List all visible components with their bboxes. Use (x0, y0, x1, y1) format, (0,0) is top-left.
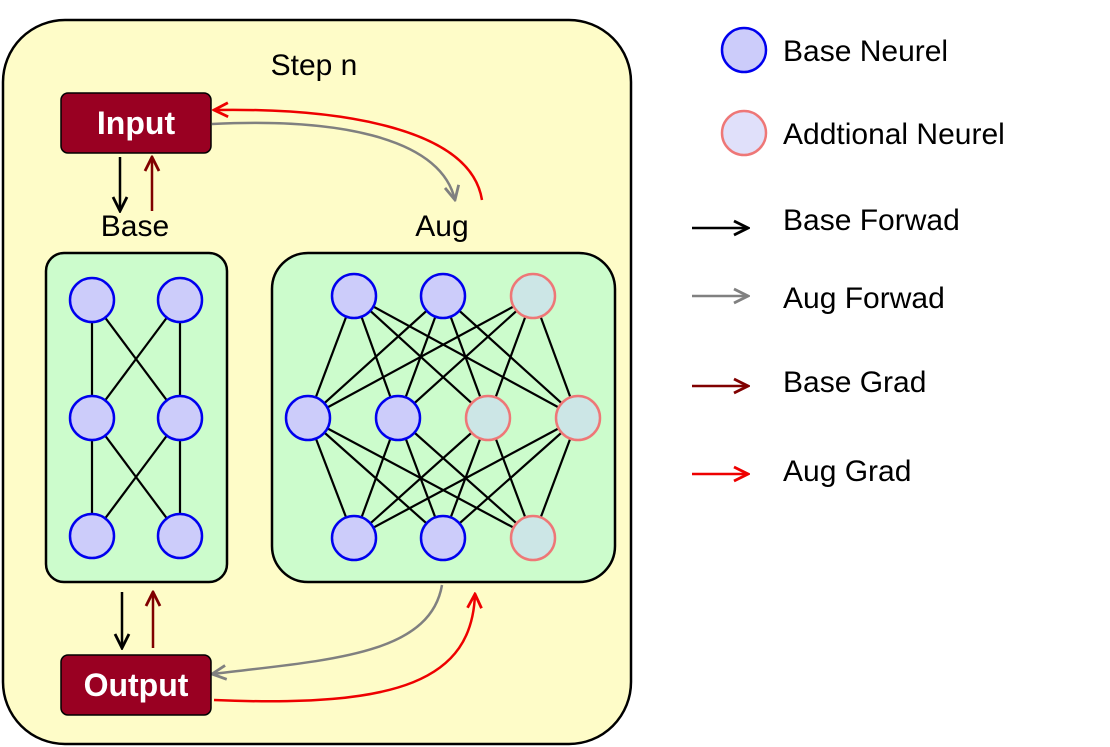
base-net-base-neuron (156, 394, 204, 442)
legend-base-neuron-icon (720, 26, 768, 74)
aug-net-base-neuron (330, 514, 378, 562)
aug-net-base-neuron (330, 272, 378, 320)
aug-net-base-neuron (419, 514, 467, 562)
legend-aug-forward-label: Aug Forwad (783, 282, 945, 315)
output-box (60, 654, 212, 716)
aug-net-additional-neuron (509, 514, 557, 562)
legend-additional-neuron-icon (720, 109, 768, 157)
aug-label: Aug (415, 210, 468, 243)
base-net-edge (91, 417, 181, 537)
aug-net-base-neuron (374, 394, 422, 442)
aug-net-edge (307, 295, 444, 419)
aug-net-edge (353, 417, 579, 539)
aug-net-edge (397, 295, 534, 419)
input-label: Input (97, 105, 176, 141)
output-label: Output (84, 667, 189, 703)
aug-net-additional-neuron (464, 394, 512, 442)
base-net-base-neuron (68, 394, 116, 442)
aug-forward-arrow-output (212, 584, 444, 674)
base-net-base-neuron (156, 512, 204, 560)
base-net-base-neuron (68, 276, 116, 324)
aug-grad-arrow-output (213, 594, 475, 703)
aug-net-base-neuron (284, 394, 332, 442)
aug-net-base-neuron (419, 272, 467, 320)
legend: Base Neurel Addtional Neurel Base Forwad… (692, 26, 1005, 488)
aug-net-edge (307, 295, 534, 419)
legend-base-neuron-label: Base Neurel (783, 35, 948, 68)
input-box (60, 92, 212, 154)
legend-base-forward-label: Base Forwad (783, 204, 960, 237)
legend-additional-neuron-label: Addtional Neurel (783, 118, 1005, 151)
aug-forward-arrow-input (211, 121, 455, 200)
network-nodes (68, 272, 602, 562)
base-net-base-neuron (156, 276, 204, 324)
base-net-edge (91, 299, 181, 419)
base-net-base-neuron (68, 512, 116, 560)
aug-net-edge (353, 417, 489, 539)
step-title: Step n (271, 49, 358, 82)
base-label: Base (101, 210, 169, 243)
aug-grad-arrow-input (214, 110, 484, 201)
aug-net-edge (442, 417, 579, 539)
legend-base-grad-label: Base Grad (783, 366, 926, 399)
aug-net-additional-neuron (554, 394, 602, 442)
aug-network-panel (270, 251, 617, 584)
aug-net-additional-neuron (509, 272, 557, 320)
legend-aug-grad-label: Aug Grad (783, 455, 911, 488)
